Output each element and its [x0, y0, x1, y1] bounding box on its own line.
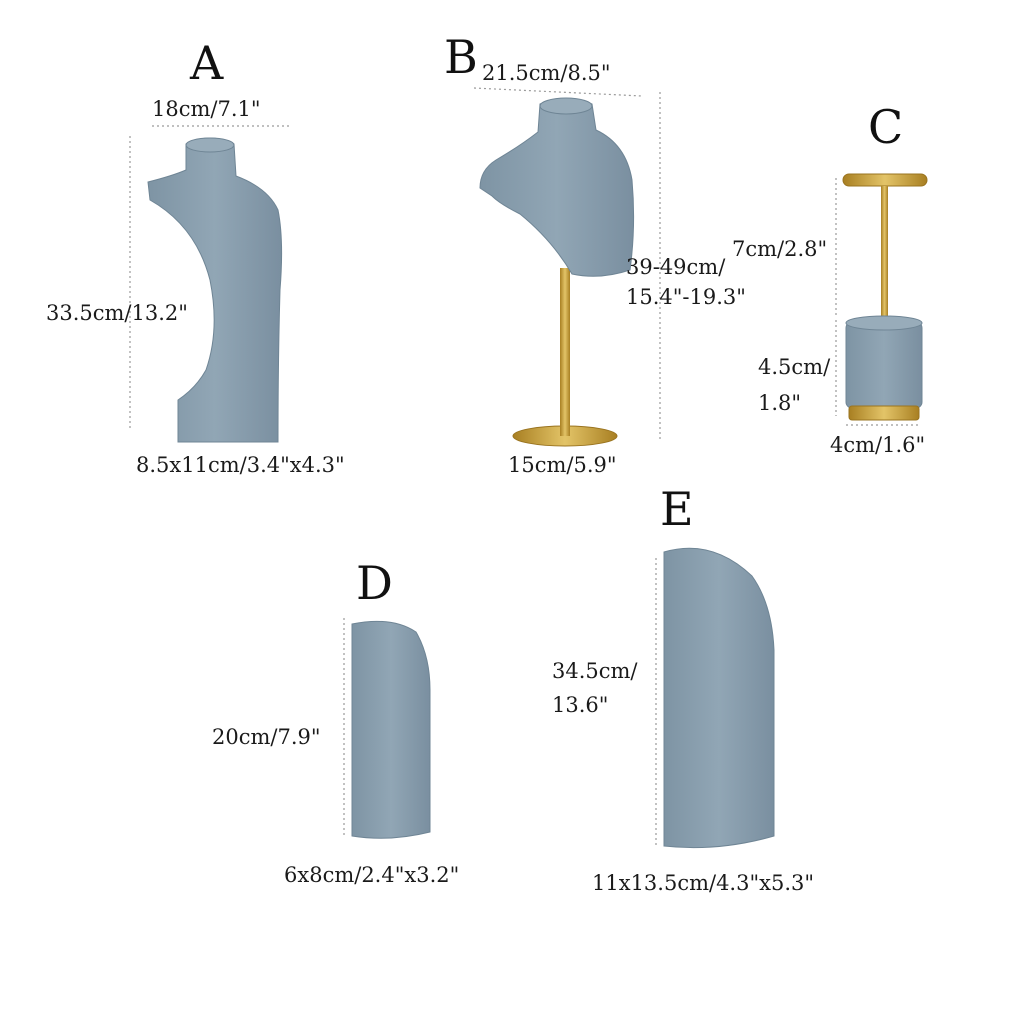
label-d: D — [356, 556, 393, 610]
e-height-dimension-line1: 34.5cm/ — [552, 659, 638, 683]
c-base-dimension: 4cm/1.6" — [830, 433, 926, 457]
dimension-lines — [129, 87, 920, 846]
a-base-dimension: 8.5x11cm/3.4"x4.3" — [136, 453, 345, 477]
a-top-dimension: 18cm/7.1" — [152, 97, 261, 121]
a-height-dimension: 33.5cm/13.2" — [46, 301, 188, 325]
e-height-dimension-line2: 13.6" — [552, 693, 609, 717]
d-base-dimension: 6x8cm/2.4"x3.2" — [284, 863, 460, 887]
d-height-dimension: 20cm/7.9" — [212, 725, 321, 749]
label-c: C — [868, 100, 904, 154]
e-base-dimension: 11x13.5cm/4.3"x5.3" — [592, 871, 815, 895]
product-d-short-stand — [351, 620, 431, 839]
b-height-dimension-line1: 39-49cm/ — [626, 255, 726, 279]
product-e-tall-stand — [663, 547, 775, 849]
product-b-bust-stand — [479, 97, 635, 447]
label-a: A — [190, 36, 224, 90]
label-e: E — [660, 482, 694, 536]
b-top-dimension: 21.5cm/8.5" — [482, 61, 611, 85]
c-cylinder-dimension-line1: 4.5cm/ — [758, 355, 831, 379]
c-cylinder-dimension-line2: 1.8" — [758, 391, 802, 415]
label-b: B — [444, 30, 478, 84]
c-bar-dimension: 7cm/2.8" — [732, 237, 828, 261]
b-base-dimension: 15cm/5.9" — [508, 453, 617, 477]
b-height-dimension-line2: 15.4"-19.3" — [626, 285, 746, 309]
product-c-tbar-stand — [842, 173, 928, 421]
product-a-bust — [147, 137, 283, 443]
